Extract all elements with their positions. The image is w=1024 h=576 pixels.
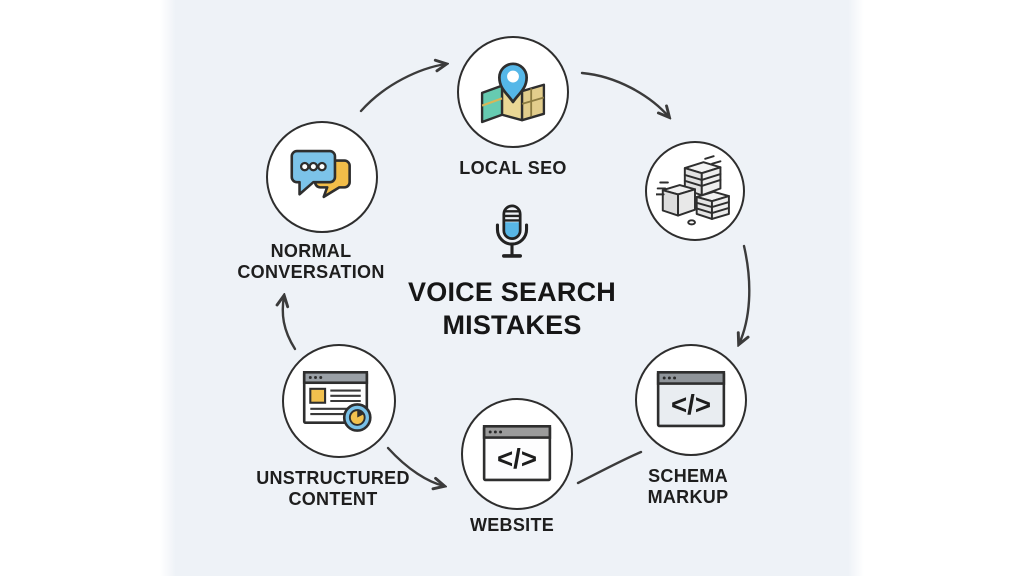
normal-conversation-label: NORMAL CONVERSATION <box>201 241 421 283</box>
stacked-boxes-icon <box>656 155 730 226</box>
right-white-margin <box>848 0 1024 576</box>
unstructured-content-label-line2: CONTENT <box>288 488 378 509</box>
webpage-pie-chart-icon <box>302 370 372 432</box>
schema-markup-label-line2: MARKUP <box>647 486 729 507</box>
website-label-text: WEBSITE <box>469 515 555 535</box>
normal-conversation-label-line2: CONVERSATION <box>237 261 385 282</box>
microphone-icon <box>495 204 529 258</box>
unstructured-content-label: UNSTRUCTURED CONTENT <box>223 468 443 510</box>
left-white-margin <box>0 0 176 576</box>
website-code-glyph: </> <box>497 443 537 474</box>
normal-conversation-label-line1: NORMAL <box>270 241 352 261</box>
browser-code-icon: </> <box>482 425 552 482</box>
page-title-line1: VOICE SEARCH <box>408 277 616 307</box>
arrow-unstructured-to-website <box>386 446 444 486</box>
chat-bubbles-icon <box>290 149 351 199</box>
local-seo-label-text: LOCAL SEO <box>459 158 567 178</box>
center-mic <box>492 202 532 273</box>
local-seo-label: LOCAL SEO <box>403 158 623 179</box>
map-location-pin-icon <box>480 62 546 124</box>
arrow-localseo-to-boxes <box>580 71 669 117</box>
arrow-boxes-to-schema <box>739 244 751 344</box>
schema-code-glyph: </> <box>671 389 711 420</box>
node-website: </> <box>461 398 573 510</box>
arrow-unstructured-to-conversation <box>283 296 297 351</box>
node-stacked-content <box>645 141 745 241</box>
node-local-seo <box>457 36 569 148</box>
schema-markup-label: SCHEMA MARKUP <box>578 466 798 508</box>
page-title-line2: MISTAKES <box>442 310 582 341</box>
website-label: WEBSITE <box>402 515 622 536</box>
node-unstructured-content <box>282 344 396 458</box>
schema-markup-label-line1: SCHEMA <box>648 466 728 486</box>
arrow-conversation-to-localseo <box>359 64 446 113</box>
node-normal-conversation <box>266 121 378 233</box>
connector-website-to-schema <box>576 450 643 485</box>
node-schema-markup: </> <box>635 344 747 456</box>
page-title: VOICE SEARCH MISTAKES <box>312 276 712 343</box>
unstructured-content-label-line1: UNSTRUCTURED <box>256 468 410 488</box>
browser-code-icon: </> <box>656 371 726 428</box>
